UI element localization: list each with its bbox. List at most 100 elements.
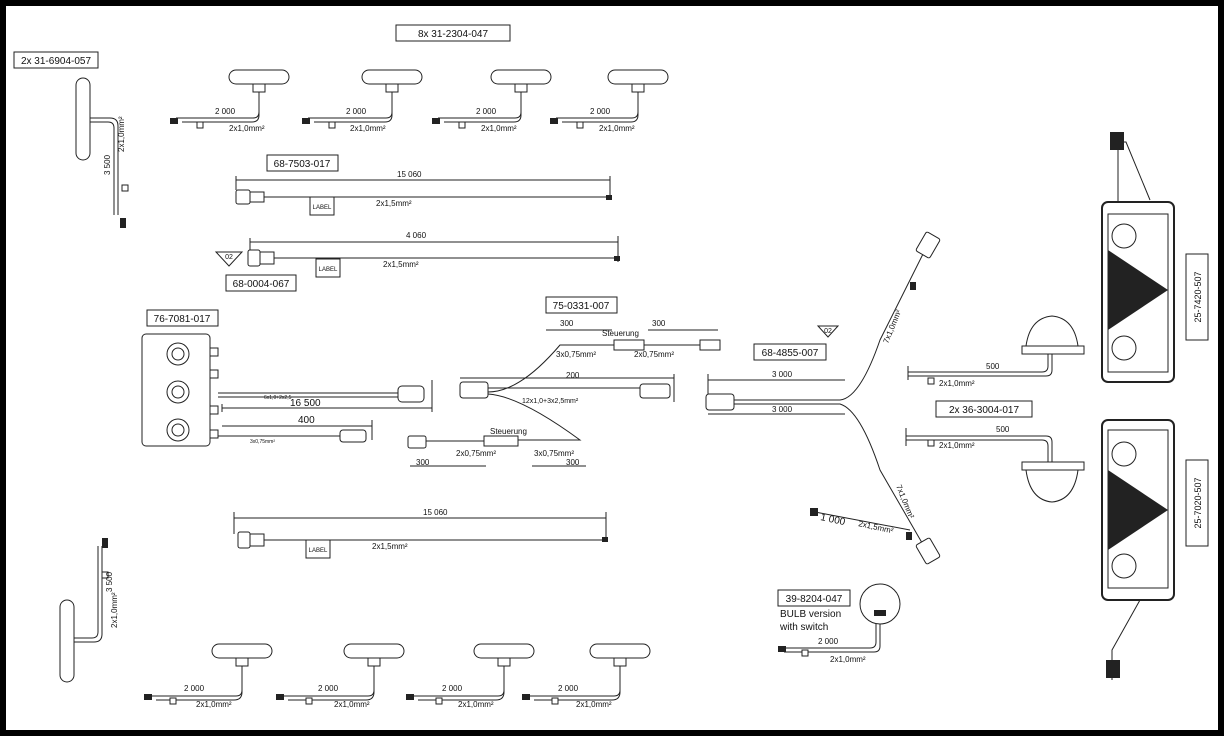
- wire-top-3: 2x1,0mm²: [481, 124, 517, 133]
- steuerung-bottom: Steuerung: [490, 427, 527, 436]
- label-rear-bottom-box: [1185, 459, 1209, 547]
- top-marker-1: [170, 69, 290, 129]
- wire-plate-bottom: 2x1,0mm²: [939, 441, 975, 450]
- label-tag-b: LABEL: [319, 267, 338, 273]
- plate-lamp-bottom: [905, 428, 1085, 503]
- steuerung-top: Steuerung: [602, 329, 639, 338]
- dim-top-3: 2 000: [476, 107, 497, 116]
- label-rear-lamp-bottom: 25-7020-507: [1193, 477, 1203, 528]
- bulb-note-2: with switch: [779, 622, 828, 633]
- dim-cable-a: 15 060: [397, 170, 422, 179]
- dim-bottom-4: 2 000: [558, 684, 579, 693]
- junction-box: [141, 333, 433, 447]
- rear-lamp-top: [1101, 132, 1175, 383]
- wire-side-top: 2x1,0mm²: [117, 116, 126, 152]
- badge-triangle-right: [816, 325, 840, 338]
- wire-adapter-3x: 3x0,75mm²: [556, 350, 596, 359]
- wire-harness-down: 7x1,0mm²: [894, 483, 916, 520]
- drawing-canvas: 8x 31-2304-047 2 000 2x1,0mm² 2 000 2x1,…: [6, 6, 1218, 730]
- wire-top-1: 2x1,0mm²: [229, 124, 265, 133]
- wire-junction-main: 6x1,0+2x2,5: [264, 395, 292, 401]
- label-bulb: 39-8204-047: [786, 594, 843, 605]
- dim-junction-short: 400: [298, 415, 315, 426]
- main-harness: [705, 231, 941, 565]
- label-cable-b-box: [225, 274, 297, 292]
- bottom-marker-1: [144, 643, 273, 705]
- label-front-markers-box: [395, 24, 511, 42]
- dim-plate-top: 500: [986, 362, 1000, 371]
- wire-cable-b: 2x1,5mm²: [383, 260, 419, 269]
- wire-adapter-main: 12x1,0+3x2,5mm²: [522, 398, 579, 405]
- label-main-harness: 68-4855-007: [762, 348, 819, 359]
- dim-plate-bottom: 500: [996, 425, 1010, 434]
- wire-adapter-2x-b: 2x0,75mm²: [456, 449, 496, 458]
- label-junction-box: [146, 309, 219, 327]
- label-adapter-box: [545, 296, 618, 314]
- bulb-note-1: BULB version: [780, 609, 841, 620]
- label-cable-b: 68-0004-067: [233, 279, 290, 290]
- side-marker-top: [75, 77, 129, 228]
- wire-bottom-4: 2x1,0mm²: [576, 700, 612, 709]
- top-marker-4: [550, 69, 669, 129]
- top-marker-3: [432, 69, 552, 129]
- wire-top-4: 2x1,0mm²: [599, 124, 635, 133]
- wiring-diagram: 8x 31-2304-047 2 000 2x1,0mm² 2 000 2x1,…: [13, 24, 1209, 709]
- plate-lamp-top: [907, 315, 1085, 385]
- dim-harness-1: 3 000: [772, 370, 793, 379]
- dim-top-2: 2 000: [346, 107, 367, 116]
- bottom-marker-4: [522, 643, 651, 705]
- wire-cable-c: 2x1,5mm²: [372, 542, 408, 551]
- wire-bulb: 2x1,0mm²: [830, 655, 866, 664]
- side-marker-bottom: [59, 538, 109, 683]
- rear-lamp-bottom: [1101, 419, 1175, 680]
- dim-adapter-1: 300: [560, 319, 574, 328]
- dim-harness-1000: 1 000: [819, 512, 846, 528]
- label-side-marker: 2x 31-6904-057: [21, 56, 91, 67]
- label-side-marker-box: [13, 51, 99, 69]
- wire-harness-up: 7x1,0mm²: [882, 308, 904, 345]
- dim-bottom-1: 2 000: [184, 684, 205, 693]
- wire-junction-short: 3x0,75mm²: [250, 439, 275, 445]
- wire-bottom-2: 2x1,0mm²: [334, 700, 370, 709]
- label-tag-c: LABEL: [309, 548, 328, 554]
- bulb-light: [778, 583, 901, 657]
- label-plate-lamps-box: [935, 400, 1033, 418]
- label-adapter: 75-0331-007: [553, 301, 610, 312]
- wire-adapter-3x-b: 3x0,75mm²: [534, 449, 574, 458]
- wire-bottom-3: 2x1,0mm²: [458, 700, 494, 709]
- cable-c: [233, 512, 608, 559]
- label-rear-top-box: [1185, 253, 1209, 341]
- dim-side-top: 3 500: [103, 154, 112, 175]
- label-rear-lamp-top: 25-7420-507: [1193, 271, 1203, 322]
- badge-triangle-left: [214, 251, 244, 267]
- wire-side-bottom: 2x1,0mm²: [110, 592, 119, 628]
- top-marker-2: [302, 69, 423, 129]
- dim-bulb: 2 000: [818, 637, 839, 646]
- dim-side-bottom: 3 500: [105, 571, 114, 592]
- dim-cable-c: 15 060: [423, 508, 448, 517]
- dim-bottom-3: 2 000: [442, 684, 463, 693]
- label-plate-lamps: 2x 36-3004-017: [949, 405, 1019, 416]
- label-front-markers: 8x 31-2304-047: [418, 29, 488, 40]
- dim-top-4: 2 000: [590, 107, 611, 116]
- dim-cable-b: 4 060: [406, 231, 427, 240]
- cable-a: [235, 176, 612, 216]
- label-main-harness-box: [753, 343, 827, 361]
- label-bulb-box: [777, 589, 851, 607]
- wire-top-2: 2x1,0mm²: [350, 124, 386, 133]
- label-cable-a-box: [266, 154, 339, 172]
- dim-adapter-3: 300: [416, 458, 430, 467]
- dim-adapter-4: 300: [566, 458, 580, 467]
- label-tag-a: LABEL: [313, 205, 332, 211]
- wire-adapter-2x: 2x0,75mm²: [634, 350, 674, 359]
- cable-b: [214, 236, 620, 278]
- wire-plate-top: 2x1,0mm²: [939, 379, 975, 388]
- badge-left-number: 02: [225, 254, 233, 261]
- dim-adapter-200: 200: [566, 371, 580, 380]
- dim-junction-main: 16 500: [290, 398, 321, 409]
- dim-harness-2: 3 000: [772, 405, 793, 414]
- wire-bottom-1: 2x1,0mm²: [196, 700, 232, 709]
- dim-top-1: 2 000: [215, 107, 236, 116]
- bottom-marker-2: [276, 643, 405, 705]
- wire-cable-a: 2x1,5mm²: [376, 199, 412, 208]
